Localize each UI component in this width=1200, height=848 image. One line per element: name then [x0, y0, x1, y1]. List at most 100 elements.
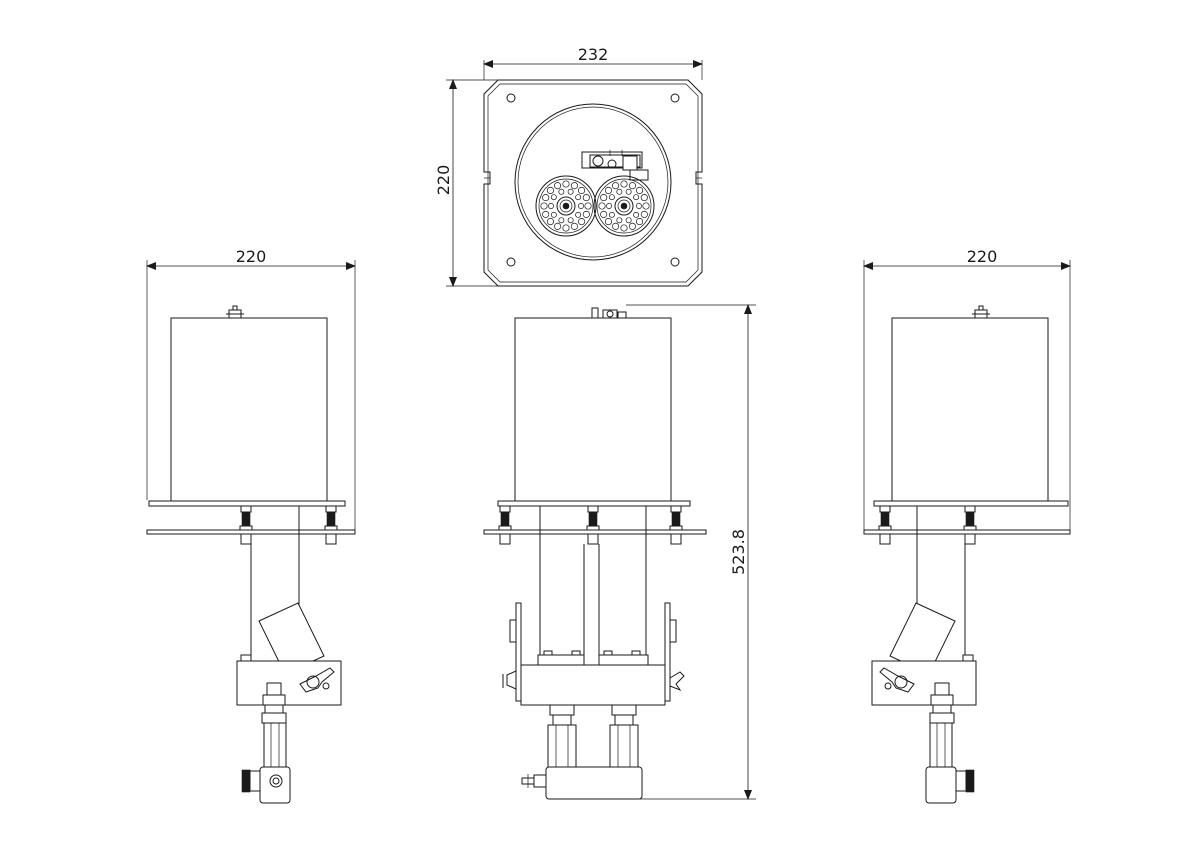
- dimension-top-width: 232: [483, 45, 703, 80]
- mount-hole: [506, 93, 516, 103]
- burner-hole: [628, 182, 636, 190]
- burner-hole: [636, 218, 644, 226]
- bolt-front-2: [586, 505, 600, 545]
- flange-plate: [873, 500, 1069, 507]
- wing-nut: [299, 667, 335, 693]
- mount-hole: [670, 93, 680, 103]
- burner-hole: [558, 217, 565, 224]
- burner-hole: [636, 186, 644, 194]
- burner-hole: [606, 203, 612, 209]
- burner-hole: [625, 217, 632, 224]
- mount-hole: [670, 257, 680, 267]
- side-bracket: [664, 602, 671, 702]
- burner-hole: [620, 224, 628, 232]
- gas-fitting: [925, 682, 975, 804]
- burner-hole: [550, 211, 557, 218]
- flange-plate: [148, 500, 346, 507]
- burner-hole: [625, 188, 632, 195]
- front-lower-block: [520, 664, 666, 706]
- front-view: 523.8: [483, 304, 756, 800]
- flange-plate: [483, 529, 707, 535]
- left-side-view: 220: [146, 247, 356, 804]
- burner-head-left: [535, 175, 597, 237]
- burner-hole: [584, 202, 592, 210]
- flange-plate: [146, 529, 356, 535]
- dimension-label-right-width: 220: [967, 247, 998, 266]
- bolt-right-1: [878, 505, 892, 545]
- housing-box: [170, 317, 328, 502]
- bolt-left-1: [239, 505, 253, 545]
- burner-hole: [567, 188, 574, 195]
- burner-hole: [546, 186, 554, 194]
- burner-hole: [578, 218, 586, 226]
- dimension-label-top-height: 220: [434, 165, 453, 196]
- burner-hole: [582, 210, 590, 218]
- burner-hole: [542, 210, 550, 218]
- burner-hole: [612, 182, 620, 190]
- burner-hole: [540, 202, 548, 210]
- mount-hole: [506, 257, 516, 267]
- right-side-view: 220: [863, 247, 1071, 804]
- burner-hole: [578, 203, 584, 209]
- flange-plate: [863, 529, 1071, 535]
- bolt-right-2: [963, 505, 977, 545]
- burner-hole: [604, 186, 612, 194]
- burner-hole: [633, 211, 640, 218]
- dimension-label-front-height: 523.8: [729, 529, 748, 575]
- burner-hole: [640, 210, 648, 218]
- burner-hole: [612, 222, 620, 230]
- housing-circle: [514, 103, 672, 261]
- dimension-front-height: 523.8: [626, 304, 756, 800]
- burner-hole: [600, 210, 608, 218]
- top-knob: [972, 305, 990, 319]
- burner-hole: [558, 188, 565, 195]
- dimension-left-width: 220: [146, 247, 356, 530]
- flange-plate: [497, 500, 691, 507]
- burner-hole: [567, 217, 574, 224]
- burner-hole: [575, 211, 582, 218]
- burner-hole: [633, 194, 640, 201]
- burner-hole: [608, 194, 615, 201]
- dimension-label-top-width: 232: [578, 45, 609, 64]
- burner-hole: [608, 211, 615, 218]
- lower-block: [236, 660, 342, 706]
- dimension-label-left-width: 220: [236, 247, 267, 266]
- burner-hole: [562, 180, 570, 188]
- burner-hole: [642, 202, 650, 210]
- burner-hole: [616, 188, 623, 195]
- tilted-bracket: [258, 602, 325, 675]
- burner-head-right: [593, 175, 655, 237]
- burner-hole: [548, 203, 554, 209]
- burner-hole: [554, 222, 562, 230]
- burner-hole: [628, 222, 636, 230]
- burner-hole: [598, 202, 606, 210]
- bolt-left-2: [324, 505, 338, 545]
- top-view: 232 220: [434, 45, 703, 287]
- burner-hole: [636, 203, 642, 209]
- bolt-front-3: [669, 505, 683, 545]
- wing-nut: [879, 667, 915, 693]
- dimension-right-width: 220: [863, 247, 1071, 530]
- burner-hole: [542, 194, 550, 202]
- top-connector: [581, 150, 649, 181]
- gas-fitting-front: [521, 704, 643, 800]
- burner-hole: [570, 182, 578, 190]
- top-knob: [226, 305, 244, 319]
- burner-hole: [570, 222, 578, 230]
- gas-fitting: [241, 682, 291, 804]
- front-housing-box: [514, 317, 672, 502]
- side-bracket: [515, 602, 522, 702]
- top-plate-outline: [483, 79, 703, 287]
- burner-hole: [554, 182, 562, 190]
- burner-hole: [575, 194, 582, 201]
- wing-nut-front-right: [669, 671, 685, 692]
- burner-hole: [578, 186, 586, 194]
- burner-hole: [550, 194, 557, 201]
- burner-hole: [582, 194, 590, 202]
- burner-hole: [546, 218, 554, 226]
- dimension-top-height: 220: [434, 79, 500, 287]
- burner-hole: [640, 194, 648, 202]
- housing-box: [891, 317, 1049, 502]
- front-top-connector: [591, 307, 627, 319]
- burner-hole: [616, 217, 623, 224]
